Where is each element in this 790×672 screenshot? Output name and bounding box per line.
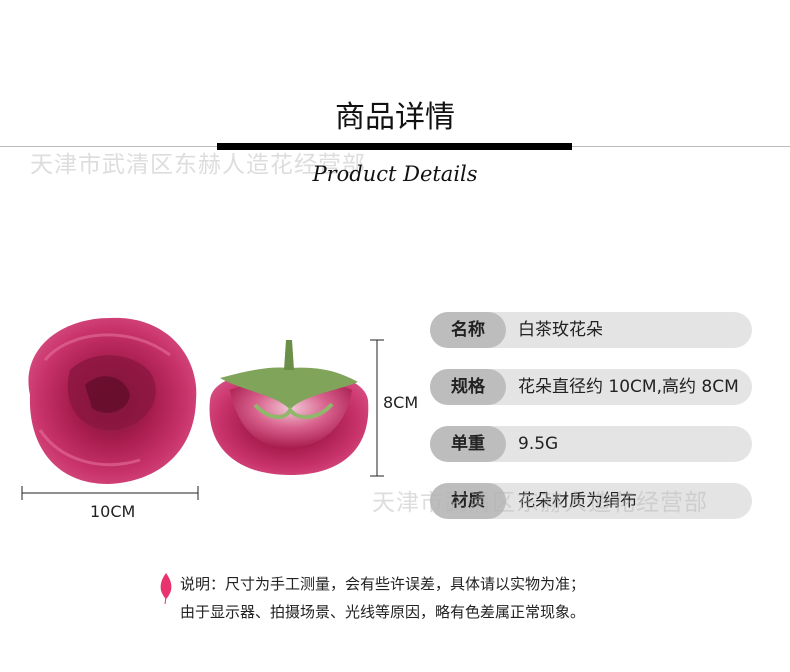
spec-label: 规格 — [430, 369, 506, 405]
page-subtitle: Product Details — [312, 162, 478, 186]
spec-row-weight: 单重 9.5G — [430, 426, 752, 462]
spec-row-material: 材质 花朵材质为绢布 — [430, 483, 752, 519]
product-image — [21, 317, 384, 500]
spec-row-size: 规格 花朵直径约 10CM,高约 8CM — [430, 369, 752, 405]
watermark: 天津市武清区东赫人造花经营部 — [30, 152, 366, 178]
width-dimension-line — [21, 486, 199, 500]
spec-label: 名称 — [430, 312, 506, 348]
height-dimension-line — [370, 339, 384, 477]
width-label: 10CM — [90, 502, 136, 521]
spec-value: 花朵材质为绢布 — [518, 491, 637, 511]
height-label: 8CM — [383, 393, 419, 412]
spec-value: 白茶玫花朵 — [518, 320, 603, 340]
spec-value: 花朵直径约 10CM,高约 8CM — [518, 377, 739, 397]
note-line-2: 由于显示器、拍摄场景、光线等原因，略有色差属正常现象。 — [180, 603, 586, 621]
spec-value: 9.5G — [518, 434, 559, 454]
rose-side-view — [209, 340, 369, 475]
spec-label: 材质 — [430, 483, 506, 519]
page-title: 商品详情 — [335, 100, 455, 135]
title-underline — [217, 143, 572, 150]
watermark: 天津市武清区东赫人造花经营部 — [372, 490, 708, 516]
note-line-1: 说明：尺寸为手工测量，会有些许误差，具体请以实物为准； — [180, 575, 586, 593]
spec-label: 单重 — [430, 426, 506, 462]
leaf-icon — [160, 573, 172, 605]
spec-row-name: 名称 白茶玫花朵 — [430, 312, 752, 348]
rose-top-view — [28, 317, 197, 484]
